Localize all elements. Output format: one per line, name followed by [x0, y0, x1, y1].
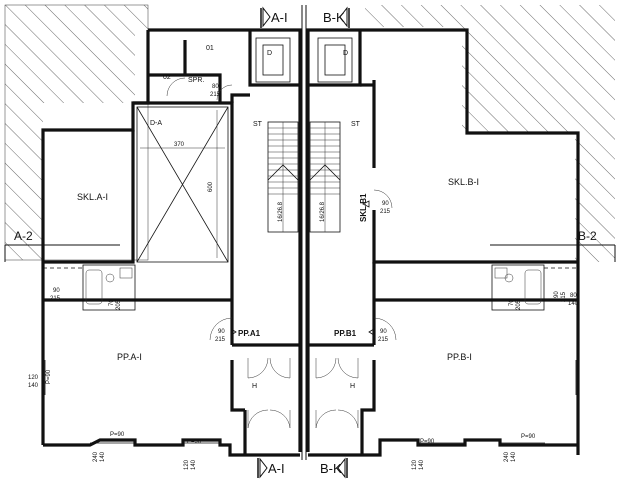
- arrow-skl-b1-icon: [362, 200, 370, 208]
- room-pp-b-label: PP.B-I: [447, 352, 472, 362]
- section-marker-bottom-b: B-K: [320, 457, 348, 479]
- bathroom-a: [43, 264, 136, 311]
- section-line-left: A-2: [4, 229, 120, 262]
- section-bottom-a-label: A-I: [268, 461, 285, 476]
- dim-80-a: 80: [212, 84, 219, 90]
- dim-90-e: 90: [554, 291, 560, 298]
- door-swings: [166, 77, 397, 341]
- exterior-walls: [41, 28, 580, 457]
- room-01-label: 01: [206, 45, 214, 52]
- dim-140-b: 140: [28, 383, 39, 389]
- staircase-a: [267, 121, 299, 233]
- room-skl-a-label: SKL.A-I: [77, 192, 108, 202]
- dim-240-a: 240: [93, 451, 99, 462]
- shaft-a-label: D: [267, 50, 272, 57]
- dim-90-a: 90: [53, 288, 60, 294]
- hall-b-label: H: [350, 383, 355, 390]
- dim-215-c: 215: [215, 337, 226, 343]
- room-02-label: 02: [163, 74, 171, 81]
- shafts: [255, 37, 353, 83]
- dim-140-e: 140: [419, 459, 425, 470]
- dim-205-a: 205: [116, 299, 122, 310]
- dim-p90-b: P=90: [110, 432, 125, 438]
- dim-p90-e: P=90: [521, 434, 536, 440]
- room-da-label: D-A: [150, 120, 162, 127]
- stair-b-steps: 16/26.8: [320, 201, 326, 222]
- dim-215-d: 215: [378, 337, 389, 343]
- dim-p90-c: P=90: [187, 439, 202, 445]
- dim-215-b: 215: [50, 296, 61, 302]
- dim-70-b: 70: [509, 299, 515, 306]
- dim-205-b: 205: [516, 299, 522, 310]
- staircase-b: [309, 121, 341, 233]
- dim-140-c: 140: [100, 451, 106, 462]
- dim-p90-a: P=90: [46, 369, 52, 384]
- section-top-a-label: A-I: [271, 10, 288, 25]
- section-bottom-b-label: B-K: [320, 461, 342, 476]
- dim-370: 370: [174, 142, 185, 148]
- stair-b-label: ST: [351, 121, 361, 128]
- room-pp-a-label: PP.A-I: [117, 352, 142, 362]
- room-skl-b-label: SKL.B-I: [448, 177, 479, 187]
- dim-140-a: 140: [568, 301, 579, 307]
- section-marker-top-a: A-I: [260, 6, 288, 28]
- dim-p90-d: P=90: [420, 439, 435, 445]
- opening-cross: [136, 106, 229, 263]
- interior-walls: [43, 30, 578, 455]
- section-marker-top-b: B-K: [323, 6, 350, 28]
- dim-215-e: 215: [380, 209, 391, 215]
- section-line-right: B-2: [490, 229, 616, 262]
- dim-120-b: 120: [184, 459, 190, 470]
- stair-a-label: ST: [253, 121, 263, 128]
- dim-215-f: 215: [561, 291, 567, 302]
- dim-90-b: 90: [218, 329, 225, 335]
- dim-120-c: 120: [412, 459, 418, 470]
- room-pp-b1-label: PP.B1: [334, 329, 357, 338]
- dim-140-f: 140: [511, 451, 517, 462]
- dim-90-d: 90: [382, 201, 389, 207]
- dim-140-d: 140: [191, 459, 197, 470]
- windows: [44, 360, 577, 444]
- arrow-pp-a1-icon: [230, 328, 237, 336]
- section-left-label: A-2: [14, 229, 33, 243]
- shaft-b-label: D: [343, 50, 348, 57]
- section-right-label: B-2: [578, 229, 597, 243]
- dim-90-c: 90: [380, 329, 387, 335]
- stair-a-steps: 16/26.8: [278, 201, 284, 222]
- hall-a-label: H: [252, 383, 257, 390]
- section-marker-bottom-a: A-I: [257, 457, 285, 479]
- hall-doors-a: [247, 357, 291, 429]
- room-spr-label: SPR.: [188, 77, 204, 84]
- dim-240-b: 240: [504, 451, 510, 462]
- dim-80-b: 80: [570, 293, 577, 299]
- room-skl-b1-label: SKL.B1: [359, 193, 368, 222]
- dim-600: 600: [208, 181, 214, 192]
- party-wall: [301, 5, 307, 460]
- dim-70-a: 70: [109, 299, 115, 306]
- section-top-b-label: B-K: [323, 10, 345, 25]
- terrain-hatching: [4, 4, 615, 262]
- dim-120-a: 120: [28, 375, 39, 381]
- bathroom-b: [491, 264, 578, 311]
- room-pp-a1-label: PP.A1: [238, 329, 261, 338]
- dim-215-a: 215: [210, 92, 221, 98]
- hall-doors-b: [315, 357, 359, 429]
- arrow-pp-b1-icon: [368, 328, 375, 336]
